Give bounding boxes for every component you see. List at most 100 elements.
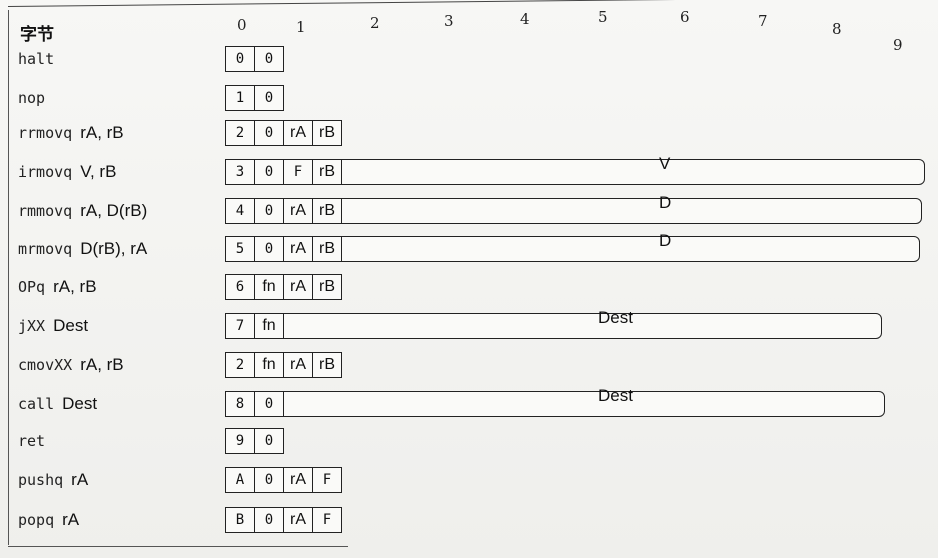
- byte-cell: A: [225, 467, 255, 493]
- instr-args: Dest: [53, 316, 89, 335]
- instr-mnemonic: rmmovq: [18, 202, 73, 220]
- instr-label-rmmovq: rmmovq rA, D(rB): [18, 201, 147, 221]
- byte-index-0: 0: [237, 16, 247, 34]
- byte-cell: rA: [283, 352, 313, 378]
- byte-index-5: 5: [598, 8, 608, 26]
- multibyte-field-label: D: [659, 231, 672, 250]
- byte-cell: rB: [312, 274, 342, 300]
- instr-label-rrmovq: rrmovq rA, rB: [18, 123, 124, 143]
- instr-mnemonic: OPq: [18, 278, 46, 296]
- byte-cell: fn: [254, 313, 284, 339]
- byte-index-7: 7: [758, 12, 768, 30]
- byte-cell: rA: [283, 120, 313, 146]
- instr-label-cmovxx: cmovXX rA, rB: [18, 355, 124, 375]
- byte-cell: rA: [283, 467, 313, 493]
- multibyte-field: D: [341, 193, 922, 224]
- instr-label-halt: halt: [18, 49, 54, 68]
- byte-cell: 0: [254, 428, 284, 454]
- bottom-border: [8, 546, 348, 547]
- byte-cell: 0: [254, 236, 284, 262]
- instr-label-jxx: jXX Dest: [18, 316, 88, 336]
- byte-cell: F: [283, 159, 313, 185]
- instr-args: rA, rB: [80, 355, 124, 374]
- byte-cell: 9: [225, 428, 255, 454]
- byte-cell: 2: [225, 352, 255, 378]
- byte-index-3: 3: [444, 12, 454, 30]
- byte-cell: 5: [225, 236, 255, 262]
- byte-index-9: 9: [893, 36, 903, 54]
- instr-mnemonic: halt: [18, 50, 55, 68]
- byte-cell: 0: [254, 198, 284, 224]
- instr-label-call: call Dest: [18, 394, 97, 414]
- instr-mnemonic: ret: [18, 432, 46, 450]
- instr-label-ret: ret: [18, 431, 45, 450]
- instr-label-opq: OPq rA, rB: [18, 277, 97, 297]
- instr-args: rA, rB: [80, 123, 124, 142]
- instr-mnemonic: rrmovq: [18, 124, 73, 142]
- byte-cell: rB: [312, 120, 342, 146]
- instr-mnemonic: popq: [18, 511, 55, 529]
- byte-index-8: 8: [832, 20, 842, 38]
- multibyte-field: D: [341, 231, 920, 262]
- instr-label-irmovq: irmovq V, rB: [18, 162, 116, 182]
- top-border: [7, 0, 928, 7]
- instr-mnemonic: mrmovq: [18, 240, 73, 258]
- instr-args: rA: [62, 510, 80, 529]
- byte-index-6: 6: [680, 8, 690, 26]
- byte-cell: 0: [254, 46, 284, 72]
- byte-cell: 4: [225, 198, 255, 224]
- instr-label-nop: nop: [18, 88, 45, 107]
- multibyte-field-label: Dest: [598, 308, 633, 327]
- byte-cell: rA: [283, 198, 313, 224]
- byte-cell: 0: [254, 507, 284, 533]
- byte-cell: fn: [254, 352, 284, 378]
- byte-cell: 0: [254, 120, 284, 146]
- byte-cell: 2: [225, 120, 255, 146]
- instr-args: V, rB: [80, 162, 117, 181]
- byte-cell: rA: [283, 507, 313, 533]
- byte-index-4: 4: [520, 10, 530, 28]
- byte-cell: B: [225, 507, 255, 533]
- instr-mnemonic: pushq: [18, 471, 64, 489]
- left-border: [8, 10, 9, 545]
- byte-cell: 0: [254, 85, 284, 111]
- byte-cell: 8: [225, 391, 255, 417]
- multibyte-field-label: D: [659, 193, 672, 212]
- multibyte-field: Dest: [283, 386, 885, 417]
- multibyte-field-label: Dest: [598, 386, 633, 405]
- byte-cell: 0: [254, 391, 284, 417]
- instr-args: Dest: [62, 394, 98, 413]
- instr-label-mrmovq: mrmovq D(rB), rA: [18, 239, 147, 259]
- instr-mnemonic: irmovq: [18, 163, 73, 181]
- byte-cell: fn: [254, 274, 284, 300]
- byte-cell: 0: [254, 467, 284, 493]
- multibyte-field-label: V: [659, 154, 671, 173]
- instr-args: rA: [71, 470, 89, 489]
- byte-cell: 0: [254, 159, 284, 185]
- byte-header-label: 字节: [20, 25, 54, 45]
- multibyte-field: V: [341, 154, 925, 185]
- byte-cell: rA: [283, 236, 313, 262]
- byte-cell: 1: [225, 85, 255, 111]
- instr-args: D(rB), rA: [80, 239, 148, 258]
- instr-mnemonic: call: [18, 395, 55, 413]
- byte-cell: rB: [312, 198, 342, 224]
- byte-cell: 6: [225, 274, 255, 300]
- instr-args: rA, D(rB): [80, 201, 148, 220]
- instr-args: rA, rB: [53, 277, 97, 296]
- instr-mnemonic: jXX: [18, 317, 46, 335]
- byte-index-1: 1: [296, 18, 306, 36]
- byte-cell: rB: [312, 352, 342, 378]
- instr-mnemonic: cmovXX: [18, 356, 73, 374]
- byte-cell: 0: [225, 46, 255, 72]
- byte-cell: rB: [312, 159, 342, 185]
- instr-mnemonic: nop: [18, 89, 46, 107]
- byte-cell: 7: [225, 313, 255, 339]
- byte-cell: 3: [225, 159, 255, 185]
- byte-cell: F: [312, 467, 342, 493]
- byte-cell: rA: [283, 274, 313, 300]
- multibyte-field: Dest: [283, 308, 882, 339]
